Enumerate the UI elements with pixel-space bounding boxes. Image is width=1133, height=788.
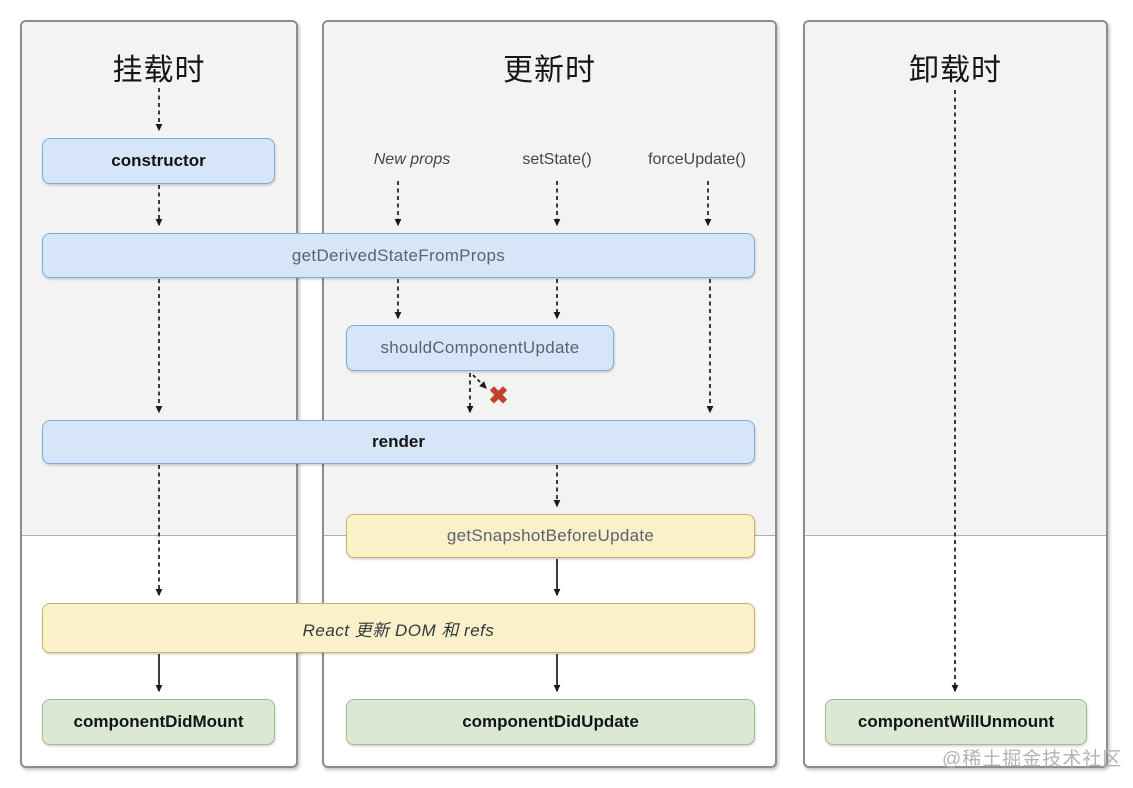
column-title-mounting: 挂载时 bbox=[112, 54, 206, 87]
node-should-component-update: shouldComponentUpdate bbox=[346, 325, 614, 371]
node-component-did-update: componentDidUpdate bbox=[346, 699, 755, 745]
trigger-new-props: New props bbox=[373, 151, 451, 168]
panel-unmounting-render-phase bbox=[805, 22, 1106, 536]
node-component-will-unmount: componentWillUnmount bbox=[825, 699, 1087, 745]
column-title-updating: 更新时 bbox=[503, 54, 596, 87]
panel-mounting: 挂载时 bbox=[20, 20, 298, 768]
node-render: render bbox=[42, 420, 755, 464]
column-title-unmounting: 卸载时 bbox=[909, 54, 1002, 87]
trigger-force-update: forceUpdate() bbox=[648, 151, 746, 168]
trigger-set-state: setState() bbox=[522, 151, 592, 168]
panel-updating: 更新时 bbox=[322, 20, 777, 768]
node-constructor: constructor bbox=[42, 138, 275, 184]
watermark: @稀土掘金技术社区 bbox=[942, 749, 1123, 770]
node-react-updates-dom-and-refs: React 更新 DOM 和 refs bbox=[42, 603, 755, 653]
cancel-x-icon: ✖ bbox=[488, 382, 509, 410]
node-get-snapshot-before-update: getSnapshotBeforeUpdate bbox=[346, 514, 755, 558]
node-get-derived-state-from-props: getDerivedStateFromProps bbox=[42, 233, 755, 278]
node-component-did-mount: componentDidMount bbox=[42, 699, 275, 745]
panel-unmounting: 卸载时 bbox=[803, 20, 1108, 768]
